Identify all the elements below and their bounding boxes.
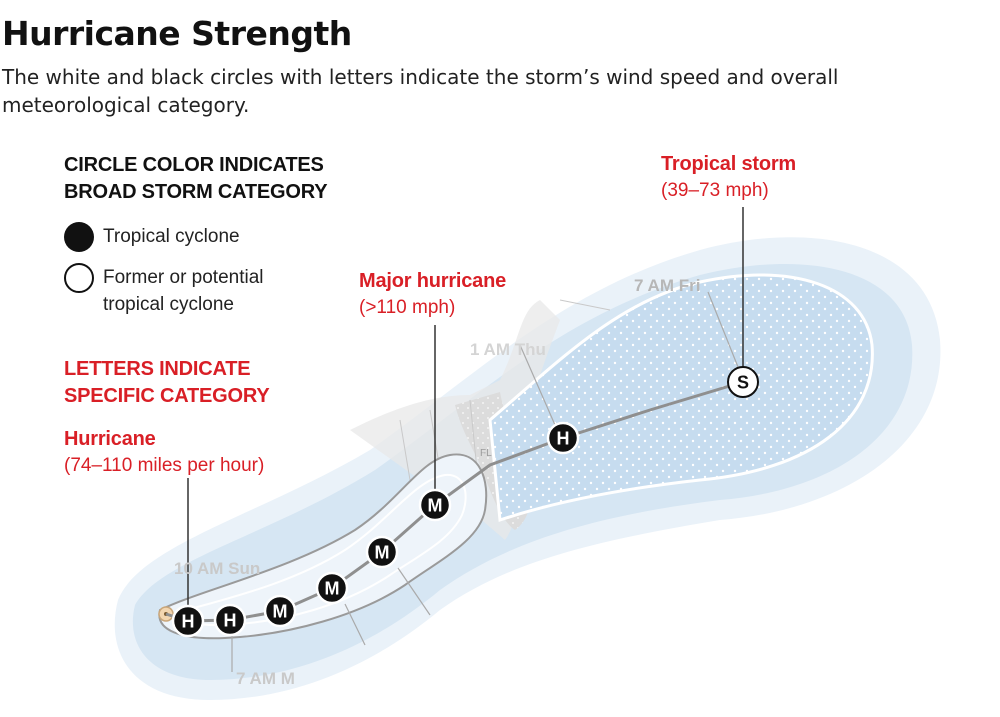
track-point-letter: M [325, 579, 340, 599]
tropical-storm-annotation: Tropical storm (39–73 mph) [661, 151, 796, 204]
tropical-storm-range: (39–73 mph) [661, 180, 769, 201]
hurricane-label: Hurricane [64, 428, 156, 450]
legend-item-label: Tropical cyclone [103, 226, 240, 247]
track-point-circle [171, 604, 205, 638]
legend-item-tropical-cyclone: Tropical cyclone [64, 222, 240, 252]
track-point-h: H [171, 604, 205, 638]
legend-color-heading: CIRCLE COLOR INDICATES BROAD STORM CATEG… [64, 152, 328, 206]
time-leader-1 [519, 344, 556, 426]
track-point-letter: M [375, 543, 390, 563]
forecast-cone [488, 273, 874, 523]
track-point-letter: H [557, 429, 570, 449]
black-circle-icon [64, 222, 94, 252]
time-label-thu: 1 AM Thu [470, 340, 546, 359]
track-point-circle [315, 571, 349, 605]
major-hurricane-label: Major hurricane [359, 270, 507, 292]
track-point-letter: M [428, 496, 443, 516]
track-point-circle [263, 594, 297, 628]
legend-letter-heading-line1: LETTERS INDICATE [64, 358, 251, 380]
legend-item-former-cyclone: Former or potential tropical cyclone [64, 263, 264, 318]
tropical-storm-label: Tropical storm [661, 153, 797, 175]
legend-color-heading-line2: BROAD STORM CATEGORY [64, 181, 328, 203]
track-point-s: S [727, 366, 759, 398]
time-leader-5 [397, 567, 431, 616]
track-point-h: H [213, 603, 247, 637]
track-point-circle [418, 488, 452, 522]
hurricane-annotation: Hurricane (74–110 miles per hour) [64, 426, 264, 479]
time-label-7am-fri: 7 AM Fri [634, 276, 700, 295]
track-markers: H H M M M M H S [171, 366, 759, 638]
white-circle-icon [64, 263, 94, 293]
track-point-h: H [546, 421, 580, 455]
time-label-10am-sun: 10 AM Sun [174, 559, 260, 578]
track-point-letter: H [224, 611, 237, 631]
time-label-7am-m: 7 AM M [236, 669, 295, 688]
track-point-letter: H [182, 612, 195, 632]
state-label-fl: FL [480, 448, 492, 459]
legend-color-heading-line1: CIRCLE COLOR INDICATES [64, 154, 324, 176]
track-point-circle [213, 603, 247, 637]
legend-item-label: Former or potential tropical cyclone [103, 267, 264, 315]
chart-subtitle: The white and black circles with letters… [2, 65, 839, 117]
track-point-m: M [315, 571, 349, 605]
hurricane-wind-cone-inner [178, 473, 467, 627]
legend-letter-heading: LETTERS INDICATE SPECIFIC CATEGORY [64, 356, 270, 410]
track-point-m: M [418, 488, 452, 522]
hurricane-range: (74–110 miles per hour) [64, 455, 265, 476]
track-point-letter: M [273, 602, 288, 622]
time-leader-4 [344, 603, 366, 646]
track-point-m: M [263, 594, 297, 628]
track-point-circle [727, 366, 759, 398]
time-leader-2 [707, 291, 739, 368]
major-hurricane-range: (>110 mph) [359, 297, 456, 318]
chart-title: Hurricane Strength [2, 14, 352, 53]
track-point-m: M [365, 535, 399, 569]
track-point-circle [546, 421, 580, 455]
major-hurricane-annotation: Major hurricane (>110 mph) [359, 268, 506, 321]
track-point-letter: S [737, 373, 749, 393]
track-point-circle [365, 535, 399, 569]
legend-letter-heading-line2: SPECIFIC CATEGORY [64, 385, 270, 407]
